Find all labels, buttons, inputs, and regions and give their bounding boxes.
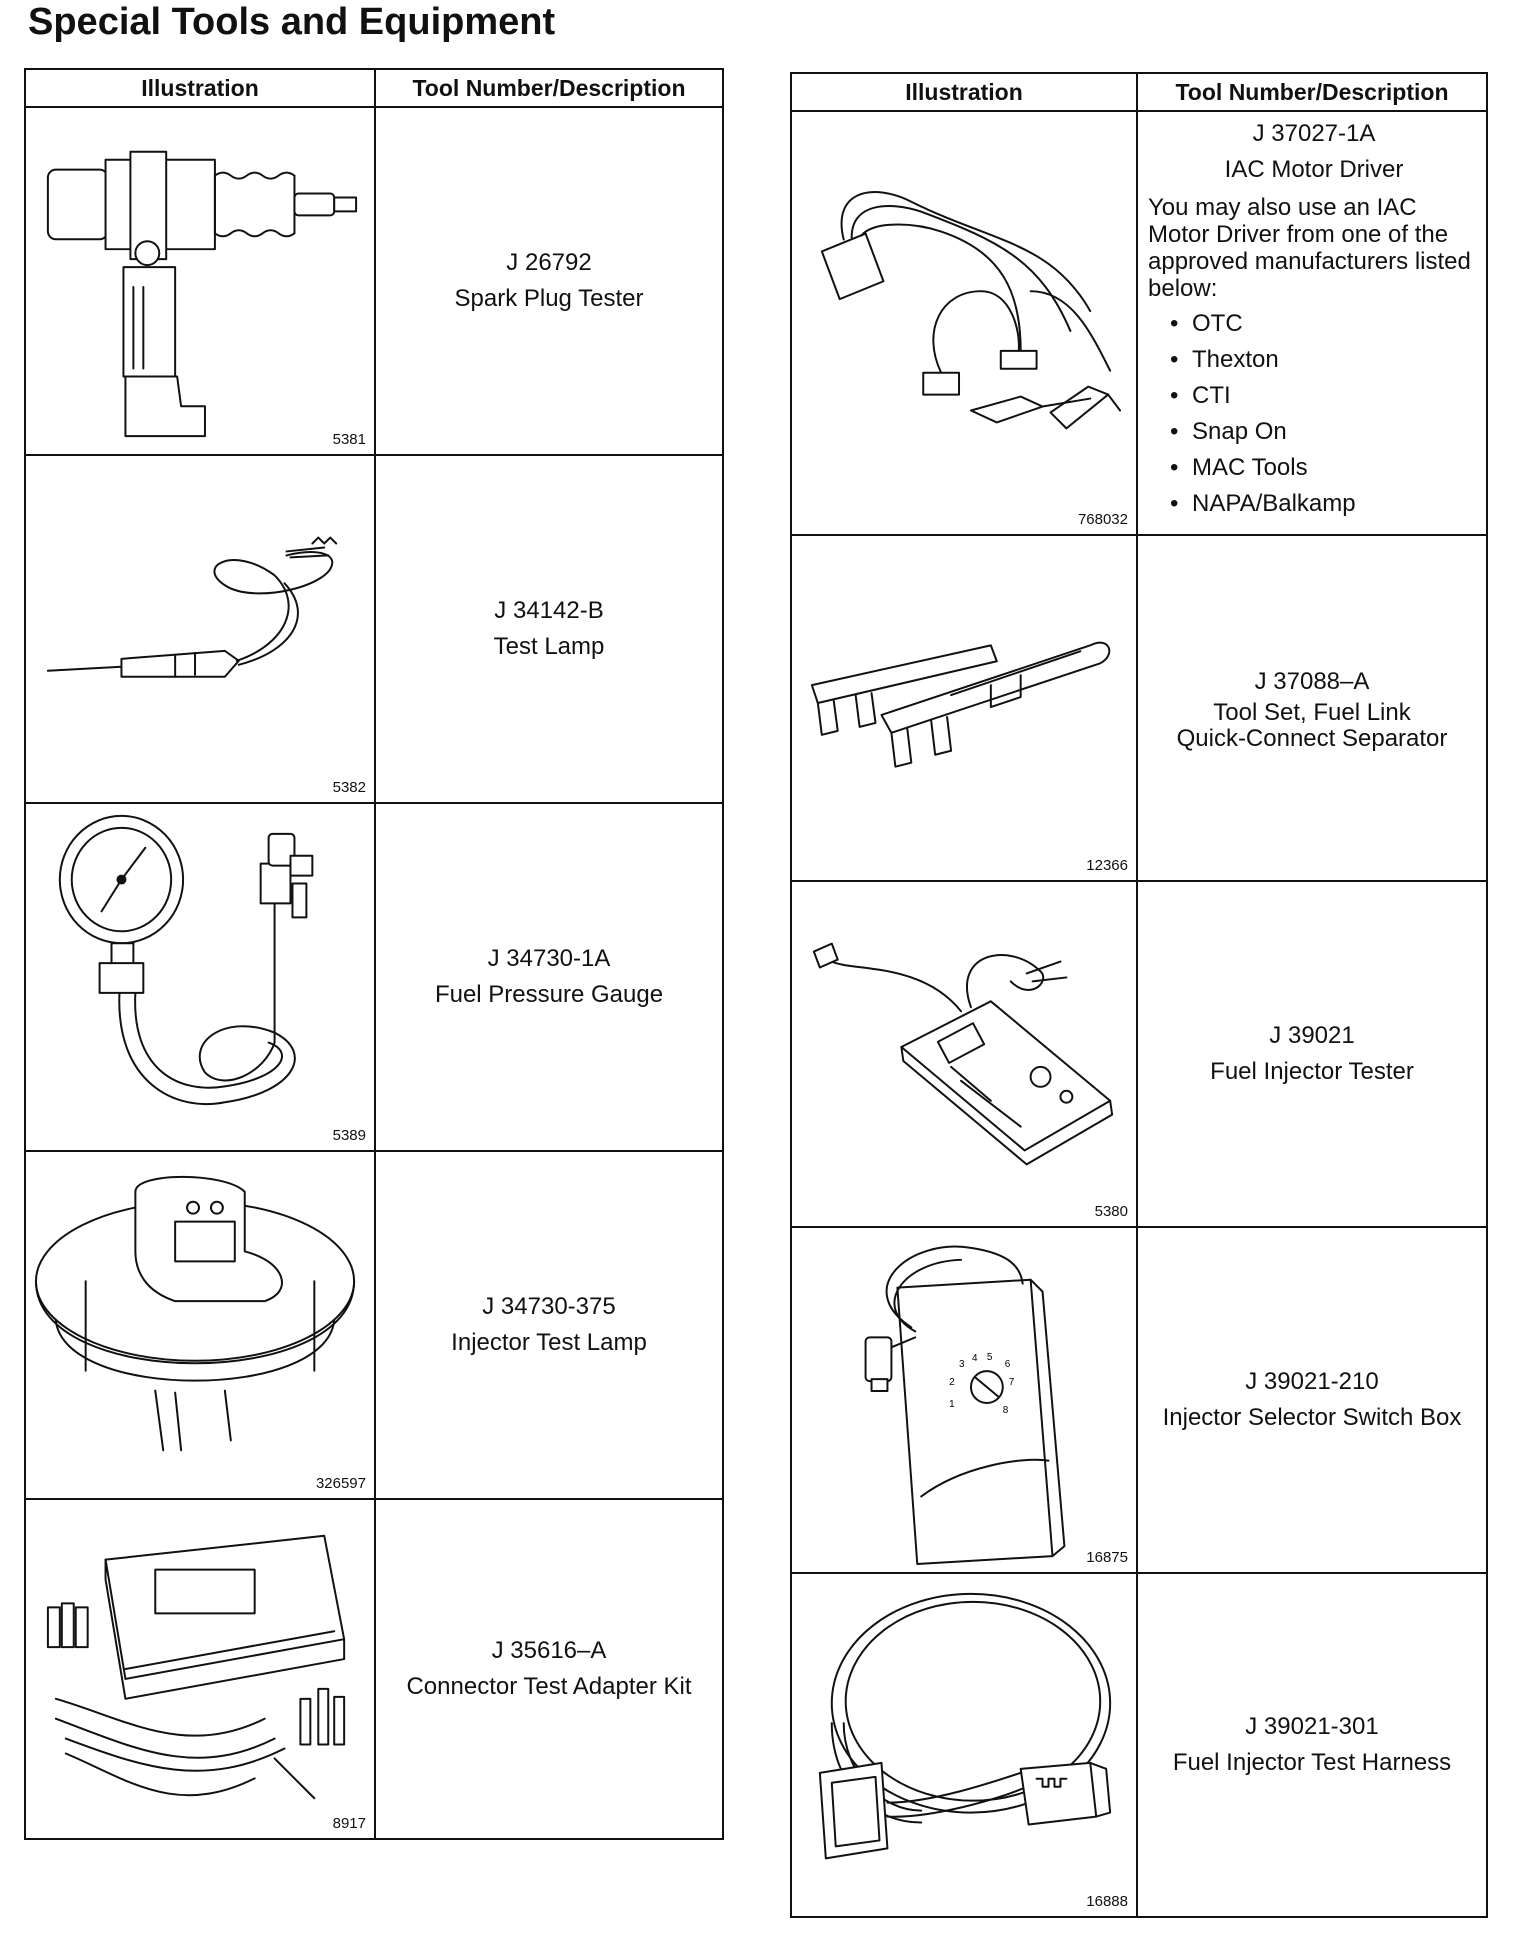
figure-number: 768032 [1077, 511, 1128, 528]
tool-number: J 39021-301 [1245, 1713, 1379, 1740]
illustration-cell: 768032 [790, 110, 1138, 536]
tool-row: 5380 J 39021 Fuel Injector Tester [790, 880, 1488, 1228]
alternate-manufacturers-note: You may also use an IAC Motor Driver fro… [1148, 194, 1471, 302]
illustration-cell: 326597 [24, 1150, 376, 1500]
tool-number: J 26792 [506, 249, 592, 276]
tool-label: Test Lamp [493, 633, 605, 660]
manufacturer-list: OTC Thexton CTI Snap On MAC Tools NAPA/B… [1148, 306, 1480, 522]
tool-number: J 39021 [1269, 1022, 1355, 1049]
quick-connect-separator-icon [810, 641, 1111, 768]
figure-number: 5380 [1094, 1203, 1128, 1220]
tool-description: J 35616–A Connector Test Adapter Kit [374, 1498, 724, 1840]
illustration-cell: 5389 [24, 802, 376, 1152]
selector-switch-box-icon: 3 4 5 6 7 2 1 8 [864, 1245, 1066, 1566]
illustration-header: Illustration [790, 72, 1138, 112]
list-item: MAC Tools [1176, 450, 1480, 486]
tool-row: 12366 J 37088–A Tool Set, Fuel Link Quic… [790, 534, 1488, 882]
tool-row: 3 4 5 6 7 2 1 8 16875 J 39021-210 [790, 1226, 1488, 1574]
dial-label: 7 [1009, 1377, 1015, 1388]
figure-number: 16875 [1086, 1549, 1128, 1566]
tool-header: Tool Number/Description [1136, 72, 1488, 112]
tool-description: J 39021-301 Fuel Injector Test Harness [1136, 1572, 1488, 1918]
tools-table-left: Illustration Tool Number/Description [24, 68, 724, 1840]
spark-plug-tester-icon [46, 150, 358, 438]
tool-number: J 34730-375 [482, 1293, 616, 1320]
list-item: CTI [1176, 378, 1480, 414]
illustration-cell: 3 4 5 6 7 2 1 8 16875 [790, 1226, 1138, 1574]
tool-label: Fuel Pressure Gauge [434, 981, 664, 1008]
tool-header: Tool Number/Description [374, 68, 724, 108]
tool-label: Fuel Injector Tester [1210, 1058, 1414, 1085]
tool-description: J 37088–A Tool Set, Fuel Link Quick-Conn… [1136, 534, 1488, 882]
tool-description: J 39021-210 Injector Selector Switch Box [1136, 1226, 1488, 1574]
tools-table-right: Illustration Tool Number/Description 768… [790, 72, 1488, 1918]
illustration-cell: 16888 [790, 1572, 1138, 1918]
tool-label: Connector Test Adapter Kit [406, 1673, 692, 1700]
tool-label-continued: Quick-Connect Separator [1176, 725, 1448, 752]
illustration-cell: 12366 [790, 534, 1138, 882]
tool-number: J 35616–A [491, 1637, 607, 1664]
test-lamp-icon [46, 536, 338, 678]
tool-description: J 34730-1A Fuel Pressure Gauge [374, 802, 724, 1152]
tool-number: J 34730-1A [487, 945, 611, 972]
list-item: NAPA/Balkamp [1176, 486, 1480, 522]
illustration-header: Illustration [24, 68, 376, 108]
tool-row: 8917 J 35616–A Connector Test Adapter Ki… [24, 1498, 724, 1840]
test-harness-icon [818, 1592, 1112, 1860]
dial-label: 4 [972, 1353, 978, 1364]
tool-description: J 26792 Spark Plug Tester [374, 106, 724, 456]
tool-row: 326597 J 34730-375 Injector Test Lamp [24, 1150, 724, 1500]
dial-label: 5 [987, 1352, 993, 1363]
tool-row: 5389 J 34730-1A Fuel Pressure Gauge [24, 802, 724, 1152]
illustration-cell: 5380 [790, 880, 1138, 1228]
tool-number: J 37027-1A [1252, 120, 1376, 147]
list-item: Thexton [1176, 342, 1480, 378]
tool-description: J 34730-375 Injector Test Lamp [374, 1150, 724, 1500]
tool-row: 768032 J 37027-1A IAC Motor Driver You m… [790, 110, 1488, 536]
figure-number: 5381 [332, 431, 366, 448]
injector-test-lamp-icon [34, 1175, 356, 1452]
dial-label: 1 [949, 1399, 955, 1410]
tool-number: J 37088–A [1254, 668, 1370, 695]
figure-number: 5382 [332, 779, 366, 796]
tool-label: Injector Selector Switch Box [1162, 1404, 1462, 1431]
tool-label: Tool Set, Fuel Link [1213, 699, 1411, 726]
tool-label: IAC Motor Driver [1224, 156, 1404, 183]
list-item: Snap On [1176, 414, 1480, 450]
dial-label: 3 [959, 1359, 965, 1370]
dial-label: 6 [1005, 1359, 1011, 1370]
tool-label: Injector Test Lamp [451, 1329, 647, 1356]
list-item: OTC [1176, 306, 1480, 342]
figure-number: 12366 [1086, 857, 1128, 874]
illustration-cell: 5382 [24, 454, 376, 804]
tool-description: J 39021 Fuel Injector Tester [1136, 880, 1488, 1228]
tool-row: 16888 J 39021-301 Fuel Injector Test Har… [790, 1572, 1488, 1918]
connector-adapter-kit-icon [46, 1534, 346, 1800]
page-title: Special Tools and Equipment [28, 1, 556, 43]
tool-label: Fuel Injector Test Harness [1172, 1749, 1452, 1776]
dial-label: 2 [949, 1377, 955, 1388]
tool-number: J 39021-210 [1245, 1368, 1379, 1395]
illustration-cell: 8917 [24, 1498, 376, 1840]
tool-description: J 34142-B Test Lamp [374, 454, 724, 804]
tool-label: Spark Plug Tester [454, 285, 644, 312]
dial-label: 8 [1003, 1405, 1009, 1416]
tool-row: 5382 J 34142-B Test Lamp [24, 454, 724, 804]
tool-description: J 37027-1A IAC Motor Driver You may also… [1136, 110, 1488, 536]
iac-motor-driver-icon [820, 191, 1122, 430]
fuel-injector-tester-icon [812, 942, 1114, 1166]
figure-number: 326597 [315, 1475, 366, 1492]
tool-number: J 34142-B [494, 597, 604, 624]
figure-number: 5389 [332, 1127, 366, 1144]
fuel-pressure-gauge-icon [58, 814, 314, 1106]
illustration-cell: 5381 [24, 106, 376, 456]
tool-row: 5381 J 26792 Spark Plug Tester [24, 106, 724, 456]
figure-number: 8917 [332, 1815, 366, 1832]
figure-number: 16888 [1086, 1893, 1128, 1910]
